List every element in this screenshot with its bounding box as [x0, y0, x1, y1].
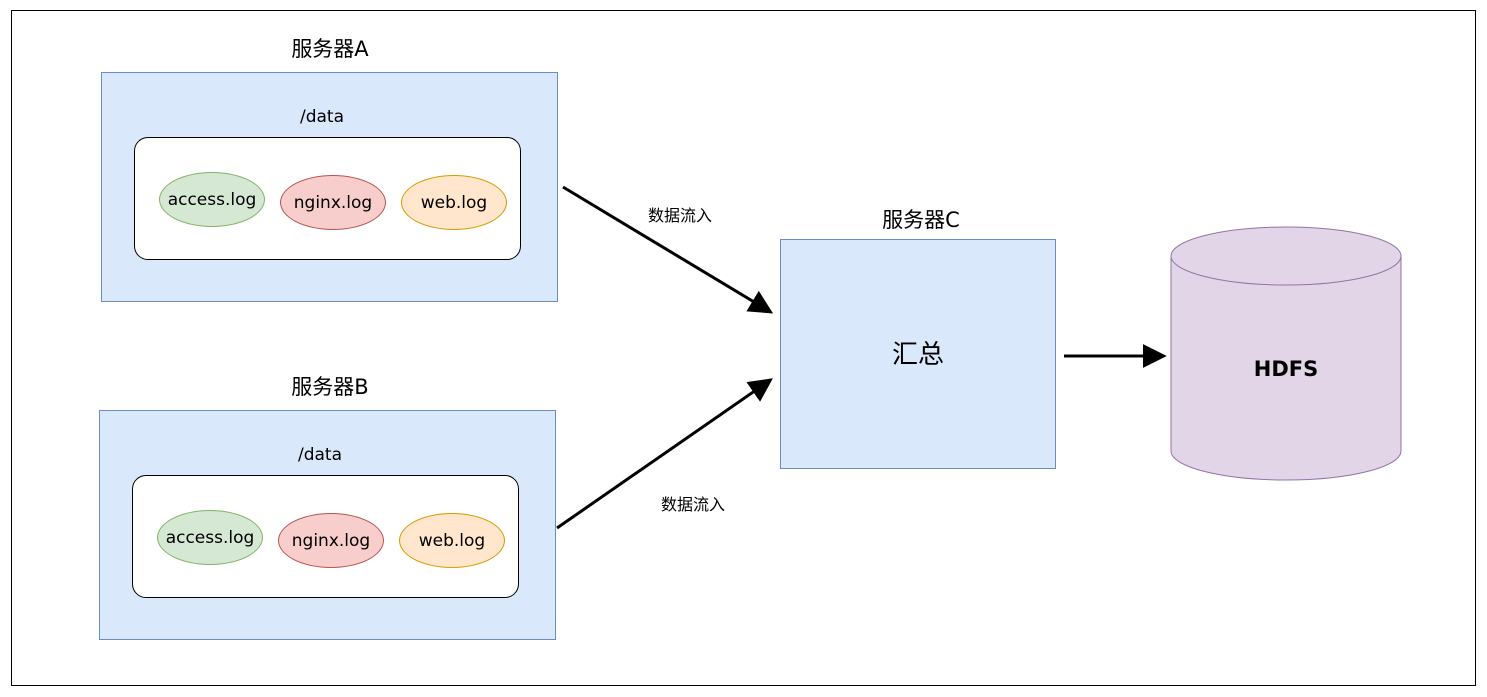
hdfs-label: HDFS: [1253, 357, 1319, 381]
server-a-nginx-log: nginx.log: [280, 175, 386, 230]
flow-label-b: 数据流入: [660, 495, 725, 514]
server-b-access-log: access.log: [157, 510, 263, 565]
flow-label-a: 数据流入: [647, 206, 712, 225]
server-c-summary: 汇总: [891, 340, 944, 370]
arrow-b-to-c: [556, 378, 773, 530]
server-b-nginx-log: nginx.log: [278, 513, 384, 568]
server-c-title: 服务器C: [882, 208, 960, 232]
server-b-folder-label: /data: [297, 445, 343, 465]
diagram-frame: [11, 10, 1476, 686]
server-a-title: 服务器A: [291, 37, 369, 61]
server-b-web-log: web.log: [399, 513, 505, 568]
server-a-folder-label: /data: [299, 107, 345, 127]
arrow-a-to-c: [562, 185, 774, 314]
server-a-access-log: access.log: [159, 172, 265, 227]
server-c-box: [780, 239, 1056, 469]
server-b-title: 服务器B: [291, 375, 369, 399]
server-a-web-log: web.log: [401, 175, 507, 230]
hdfs-cylinder-body: [1170, 256, 1402, 481]
hdfs-cylinder: [1170, 226, 1402, 481]
hdfs-cylinder-top: [1170, 226, 1402, 286]
